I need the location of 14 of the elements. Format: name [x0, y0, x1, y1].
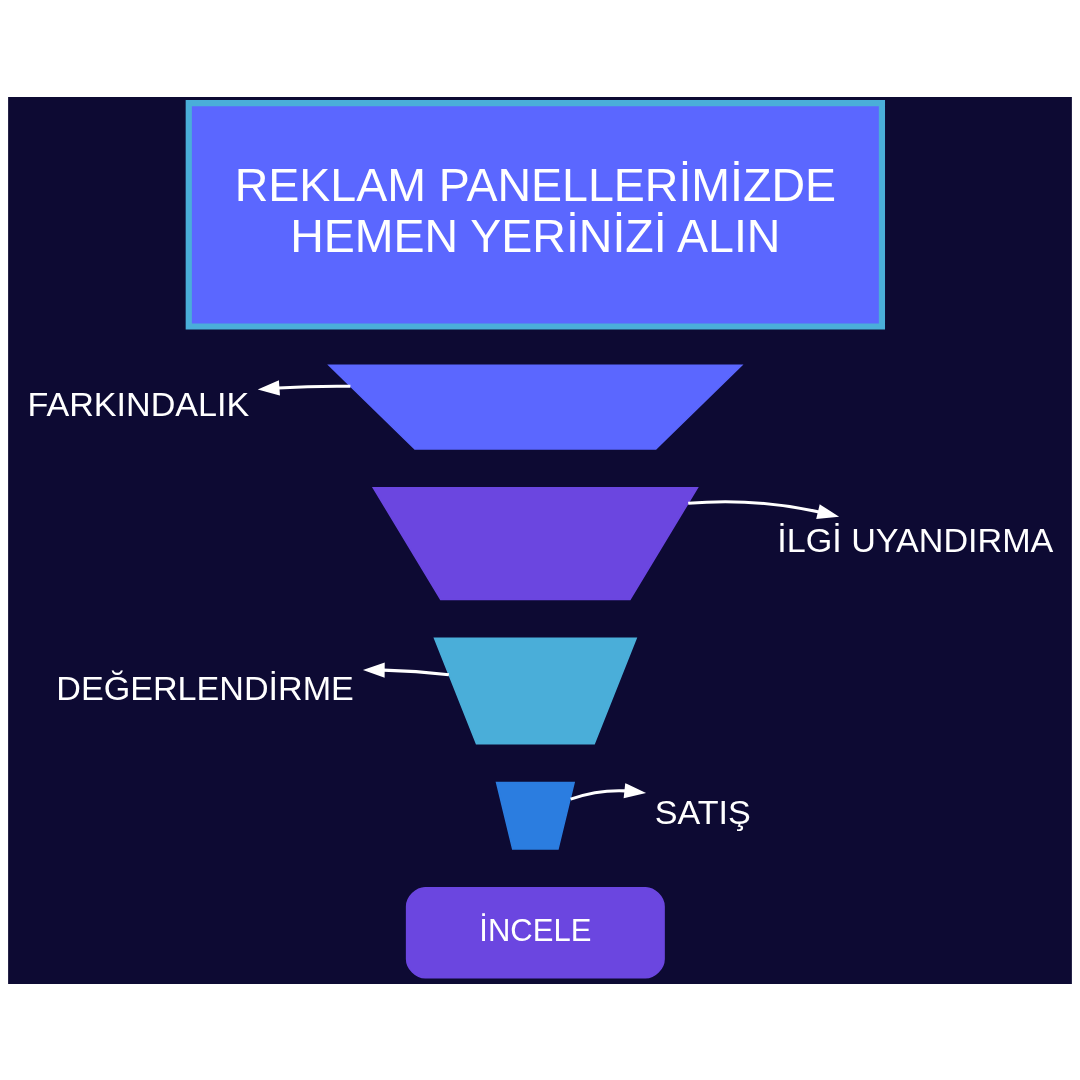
arrow	[257, 379, 351, 396]
node-trapezium	[327, 364, 744, 450]
arrow	[362, 662, 450, 678]
node-text: FARKINDALIK	[27, 384, 250, 423]
node-trapezium	[371, 486, 699, 600]
node-text: DEĞERLENDİRME	[56, 668, 354, 707]
node-trapezium	[495, 781, 576, 850]
node-trapezium	[433, 636, 638, 744]
node-text: İLGİ UYANDIRMA	[777, 520, 1054, 559]
node-box: İNCELE	[405, 886, 665, 979]
arrow	[570, 782, 647, 801]
arrow	[688, 499, 840, 519]
node-text: SATIŞ	[654, 792, 751, 831]
node-box: REKLAM PANELLERİMİZDE HEMEN YERİNİZİ ALIN	[185, 99, 886, 330]
